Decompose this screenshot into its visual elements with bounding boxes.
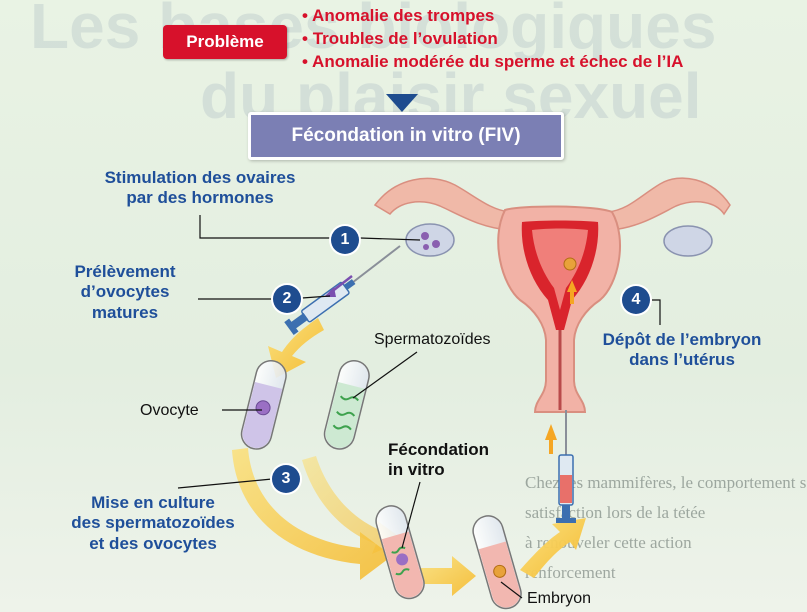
fecondation-line: Fécondation: [388, 440, 489, 460]
embryo-in-uterus: [564, 258, 576, 270]
fecondation-line: in vitro: [388, 460, 489, 480]
label-fecondation: Fécondation in vitro: [388, 440, 489, 481]
step-1-line: Stimulation des ovaires: [85, 168, 315, 188]
step-2-label: Prélèvement d’ovocytes matures: [60, 262, 190, 323]
tube-spermatozoids: [321, 358, 372, 453]
step-3-line: et des ovocytes: [58, 534, 248, 554]
step-1-label: Stimulation des ovaires par des hormones: [85, 168, 315, 209]
step-1-line: par des hormones: [85, 188, 315, 208]
flow-arrow-5: [520, 518, 586, 578]
tube-ovocyte: [238, 358, 289, 453]
step-4-label: Dépôt de l’embryon dans l’utérus: [592, 330, 772, 371]
ovary-right: [664, 226, 712, 256]
tube-embryon: [470, 512, 525, 612]
step-2-line: Prélèvement: [60, 262, 190, 282]
syringe-aspiration: [284, 246, 400, 335]
step-2-line: matures: [60, 303, 190, 323]
label-spermatozoids: Spermatozoïdes: [374, 330, 491, 349]
step-1-badge: 1: [331, 226, 359, 254]
step-2-badge: 2: [273, 285, 301, 313]
step-4-line: Dépôt de l’embryon: [592, 330, 772, 350]
label-embryon: Embryon: [527, 589, 591, 608]
syringe-transfer: [545, 410, 576, 523]
step-2-line: d’ovocytes: [60, 282, 190, 302]
step-4-badge: 4: [622, 286, 650, 314]
step-3-line: des spermatozoïdes: [58, 513, 248, 533]
step-3-badge: 3: [272, 465, 300, 493]
label-ovocyte: Ovocyte: [140, 401, 199, 420]
step-3-line: Mise en culture: [58, 493, 248, 513]
down-arrow-icon: [386, 94, 418, 112]
uterus-illustration: [375, 178, 730, 412]
fiv-banner: Fécondation in vitro (FIV): [248, 112, 564, 160]
flow-arrow-4: [420, 556, 476, 596]
step-4-line: dans l’utérus: [592, 350, 772, 370]
step-3-label: Mise en culture des spermatozoïdes et de…: [58, 493, 248, 554]
